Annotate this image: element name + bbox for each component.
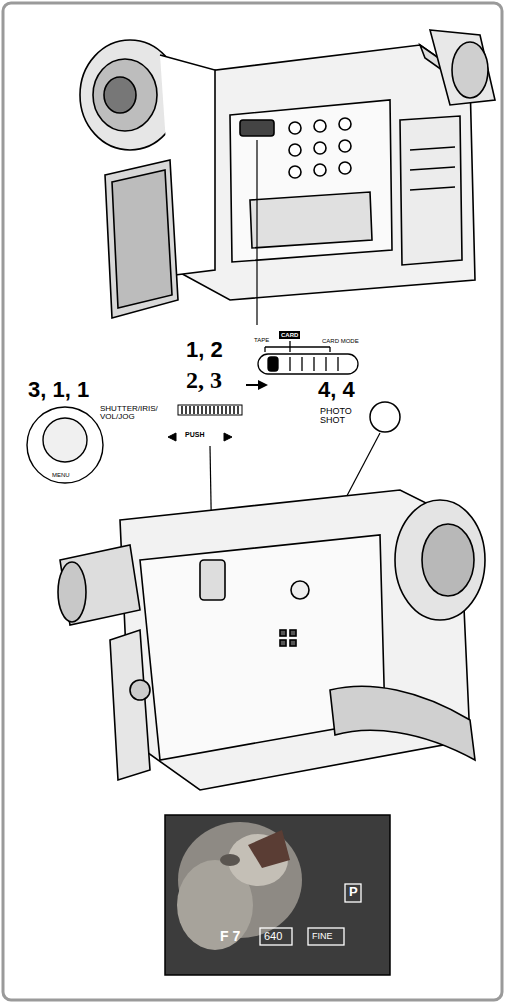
screen-indicator: P: [349, 885, 358, 899]
menu-dial: [27, 407, 103, 483]
card-switch: [258, 341, 358, 374]
screen-indicator: FINE: [312, 932, 333, 941]
frame: [3, 3, 502, 1000]
dial-label: MENU: [52, 472, 70, 478]
lcd-screen: [165, 815, 390, 975]
callout-number: 3, 1, 1: [28, 378, 89, 401]
switch-label: CARD: [279, 331, 300, 339]
camcorder-top: [80, 30, 495, 318]
screen-indicator: F 7: [220, 929, 240, 944]
callout-number: 4, 4: [318, 378, 355, 401]
dial-label: SHUTTER/IRIS/ VOL/JOG: [100, 405, 176, 422]
dial-label: PUSH: [185, 431, 204, 438]
callout-number: 1, 2: [186, 338, 223, 361]
leader-line: [256, 140, 257, 325]
screen-indicator: 640: [264, 931, 282, 943]
slide-arrow: [246, 380, 268, 390]
jog-dial: [168, 405, 242, 441]
callout-number: 2, 3: [186, 368, 222, 393]
switch-label: TAPE: [254, 337, 269, 343]
switch-label: CARD MODE: [322, 338, 359, 344]
button-label: PHOTO SHOT: [320, 407, 364, 426]
camcorder-rear: [58, 490, 485, 790]
photo-shot-button: [370, 402, 400, 432]
